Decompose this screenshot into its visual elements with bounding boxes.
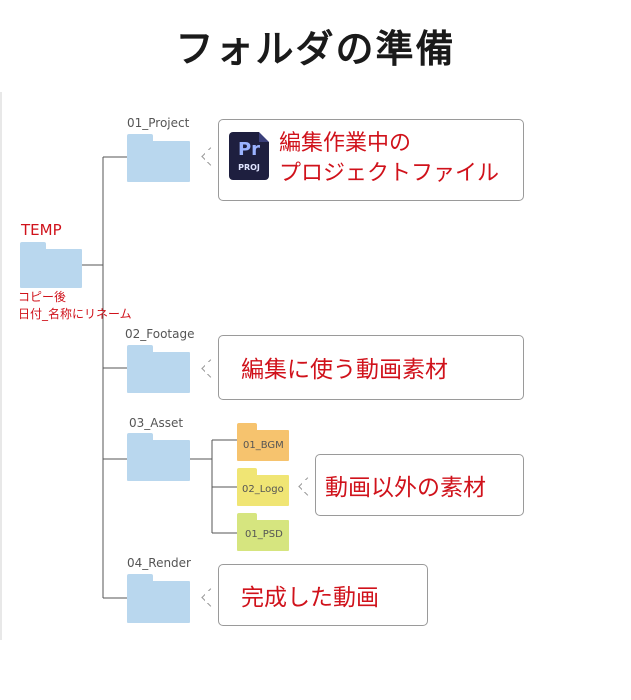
callout-project-line2: プロジェクトファイル bbox=[279, 161, 500, 186]
callout-pointer-mask-footage bbox=[205, 362, 215, 374]
subfolder-label-bgm: 01_BGM bbox=[243, 440, 284, 451]
premiere-pro-project-icon: Pr PROJ bbox=[229, 132, 269, 180]
folder-label-project: 01_Project bbox=[127, 116, 190, 130]
callout-pointer-mask-project bbox=[205, 150, 215, 162]
left-edge-divider bbox=[0, 92, 2, 640]
folder-label-asset: 03_Asset bbox=[129, 416, 184, 430]
callout-project: Pr PROJ 編集作業中の プロジェクトファイル bbox=[218, 119, 524, 201]
subfolder-icon-psd[interactable] bbox=[237, 513, 289, 551]
callout-pointer-mask-render bbox=[205, 591, 215, 603]
subfolder-icon-bgm[interactable] bbox=[237, 423, 289, 461]
callout-render: 完成した動画 bbox=[218, 564, 428, 626]
callout-pointer-mask-asset bbox=[302, 480, 312, 492]
callout-footage-text: 編集に使う動画素材 bbox=[241, 357, 448, 383]
folder-icon-footage[interactable] bbox=[127, 345, 190, 393]
root-folder-note: コピー後 日付_名称にリネーム bbox=[18, 289, 132, 323]
subfolder-icon-logo[interactable] bbox=[237, 468, 289, 506]
folder-icon-project[interactable] bbox=[127, 134, 190, 182]
callout-footage: 編集に使う動画素材 bbox=[218, 335, 524, 400]
subfolder-label-psd: 01_PSD bbox=[245, 529, 283, 540]
folder-label-render: 04_Render bbox=[127, 556, 191, 570]
page-title: フォルダの準備 bbox=[175, 27, 456, 71]
folder-label-footage: 02_Footage bbox=[125, 327, 195, 341]
root-folder-icon[interactable] bbox=[20, 242, 82, 288]
callout-asset: 動画以外の素材 bbox=[315, 454, 524, 516]
subfolder-label-logo: 02_Logo bbox=[242, 484, 284, 495]
callout-project-line1: 編集作業中の bbox=[279, 131, 412, 156]
root-note-line2: 日付_名称にリネーム bbox=[18, 307, 132, 321]
folder-icon-asset[interactable] bbox=[127, 433, 190, 481]
root-folder-label: TEMP bbox=[21, 221, 62, 239]
root-note-line1: コピー後 bbox=[18, 290, 67, 304]
callout-asset-text: 動画以外の素材 bbox=[325, 475, 486, 501]
callout-render-text: 完成した動画 bbox=[241, 585, 379, 611]
folder-icon-render[interactable] bbox=[127, 574, 190, 623]
